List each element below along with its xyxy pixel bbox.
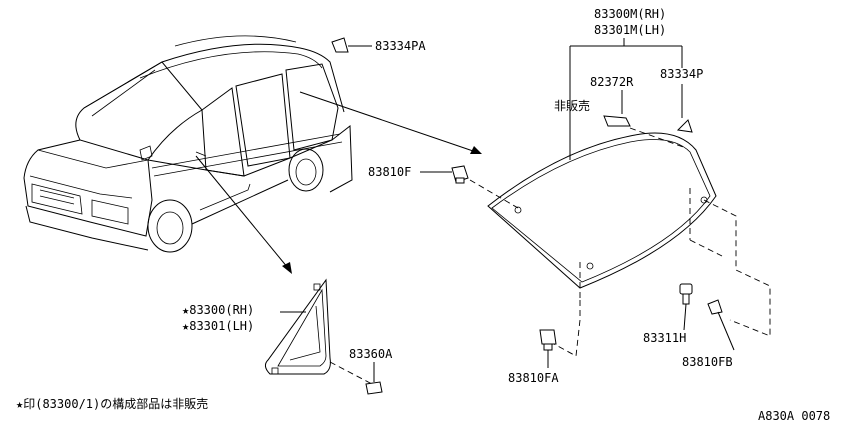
label-83360a: 83360A (349, 347, 393, 361)
clip-83810fa-icon (539, 329, 557, 368)
label-83301m: 83301M(LH) (594, 23, 666, 37)
front-quarter-glass-icon (264, 278, 373, 385)
label-82372r: 82372R (590, 75, 634, 89)
label-83300m: 83300M(RH) (594, 7, 666, 21)
figure-code: A830A 0078 (758, 409, 830, 423)
label-83311h: 83311H (643, 331, 686, 345)
label-83810fa: 83810FA (508, 371, 559, 385)
clip-83810fb-icon (707, 299, 735, 351)
label-83300-rh: ★83300(RH) (182, 303, 254, 317)
footnote: ★印(83300/1)の構成部品は非販売 (16, 396, 208, 411)
rear-side-window-glass-icon (469, 127, 717, 300)
label-83301-lh: ★83301(LH) (182, 319, 254, 333)
dashed-guide-lines (553, 199, 771, 357)
label-83334p: 83334P (660, 67, 703, 81)
clip-83311h-icon (679, 283, 693, 331)
leader-arrows (195, 91, 482, 274)
sticker-83334pa-icon (331, 37, 372, 53)
sticker-83334p-icon (676, 119, 693, 133)
clip-83810f-icon (420, 165, 469, 184)
minivan-outline-icon (23, 35, 353, 253)
clip-83360a-icon (365, 362, 383, 395)
label-83334pa: 83334PA (375, 39, 426, 53)
label-83810f: 83810F (368, 165, 411, 179)
label-not-for-sale: 非販売 (554, 98, 590, 113)
label-83810fb: 83810FB (682, 355, 733, 369)
bracket-leader-lines (569, 38, 683, 160)
clip-82372r-icon (603, 90, 631, 127)
